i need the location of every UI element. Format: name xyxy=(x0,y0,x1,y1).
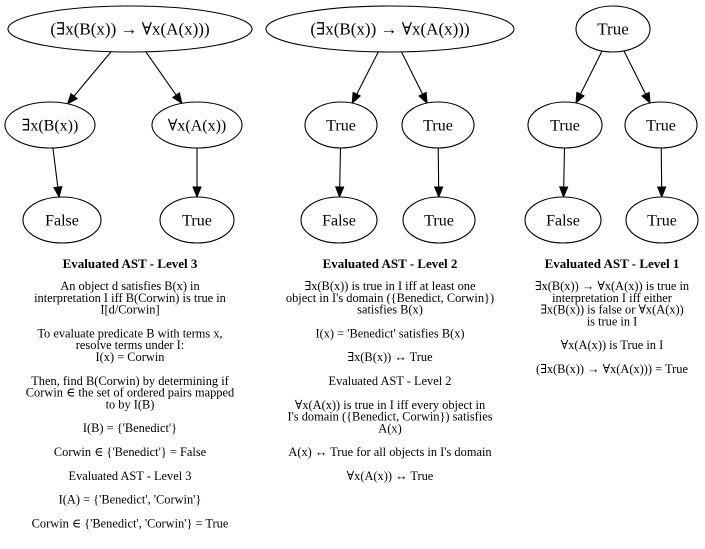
panel-3-leaf-left-node-shape xyxy=(524,196,602,244)
panel-3-mid-left-node: True xyxy=(527,101,603,149)
panel-1-explanation-8: Corwin ∈ {'Benedict', 'Corwin'} = True xyxy=(32,516,229,530)
panel-2-leaf-right-node: True xyxy=(402,196,476,244)
panel-1-edge-left-leaf-arrowhead xyxy=(53,186,63,199)
panel-3-mid-right-node: True xyxy=(624,101,698,149)
panel-3-root-node: True xyxy=(575,5,651,53)
panel-2-edge-root-right xyxy=(400,51,424,95)
panel-2-leaf-left-node: False xyxy=(300,196,378,244)
panel-2-edge-root-left-arrowhead xyxy=(351,91,362,105)
panel-1-edge-root-left xyxy=(73,51,112,97)
panel-1-explanation-4: I(B) = {'Benedict'} xyxy=(83,421,177,435)
panel-1-root-node-label: (∃x(B(x)) → ∀x(A(x))) xyxy=(50,20,209,39)
panel-1-edge-right-leaf-arrowhead xyxy=(192,186,202,199)
panel-3-edge-left-leaf xyxy=(563,147,566,188)
panel-2-root-node-shape xyxy=(265,5,515,53)
panel-1-leaf-right-node-shape xyxy=(159,196,235,244)
panel-3-title: Evaluated AST - Level 1 xyxy=(545,256,680,271)
panel-2-edge-root-right-arrowhead xyxy=(418,91,428,105)
panel-2-explanation-4: Evaluated AST - Level 2 xyxy=(329,374,452,388)
panel-1-mid-right-node-label: ∀x(A(x)) xyxy=(168,118,227,135)
panel-3-edge-left-leaf-arrowhead xyxy=(558,186,569,199)
panel-2-title: Evaluated AST - Level 2 xyxy=(323,256,458,271)
panel-1-mid-left-node: ∃x(B(x)) xyxy=(4,101,96,149)
panel-2-leaf-left-node-shape xyxy=(300,196,378,244)
panel-2-explanation-6: A(x) ↔ True for all objects in I's domai… xyxy=(288,445,491,459)
panel-2-explanation-7: ∀x(A(x)) ↔ True xyxy=(347,469,434,483)
panel-1-mid-right-node: ∀x(A(x)) xyxy=(151,101,243,149)
panel-1-explanation-5: Corwin ∈ {'Benedict'} = False xyxy=(54,445,207,459)
panel-1-leaf-left-node-label: False xyxy=(45,213,79,230)
panel-3-leaf-right-node-shape xyxy=(625,196,699,244)
panel-3-edge-root-left xyxy=(579,50,603,95)
panel-1-title: Evaluated AST - Level 3 xyxy=(63,256,198,271)
panel-3-leaf-left-node-label: False xyxy=(546,213,580,230)
panel-1-edge-root-right-arrowhead xyxy=(171,92,183,105)
panel-1-explanation-7: I(A) = {'Benedict', 'Corwin'} xyxy=(59,493,202,507)
panel-3-leaf-right-node-label: True xyxy=(647,213,677,230)
panel-3-root-node-shape xyxy=(575,5,651,53)
panel-2-leaf-right-node-label: True xyxy=(424,213,454,230)
panel-1-leaf-left-node: False xyxy=(22,196,102,244)
panel-3-mid-right-node-label: True xyxy=(646,118,676,135)
panel-2-explanation-5: ∀x(A(x)) is true in I iff every object i… xyxy=(287,398,492,436)
panel-3-mid-left-node-label: True xyxy=(550,118,580,135)
panel-3-leaf-right-node: True xyxy=(625,196,699,244)
panel-1-explanation-2: To evaluate predicate B with terms x,res… xyxy=(37,326,222,364)
panel-2-mid-right-node-label: True xyxy=(423,118,453,135)
panel-1-leaf-right-node: True xyxy=(159,196,235,244)
panel-3-edge-right-leaf-arrowhead xyxy=(656,186,667,199)
panel-2-mid-left-node-label: True xyxy=(326,118,356,135)
panel-2-leaf-right-node-shape xyxy=(402,196,476,244)
panel-2-mid-right-node: True xyxy=(401,101,475,149)
panel-1-leaf-left-node-shape xyxy=(22,196,102,244)
panel-3-explanation-3: (∃x(B(x)) → ∀x(A(x))) = True xyxy=(536,362,688,376)
panel-3-root-node-label: True xyxy=(597,20,629,39)
panel-2-edge-left-leaf xyxy=(339,147,342,188)
panel-2-root-node-label: (∃x(B(x)) → ∀x(A(x))) xyxy=(310,20,469,39)
panel-3-edge-root-left-arrowhead xyxy=(575,91,585,105)
panel-1-edge-root-right xyxy=(145,51,177,96)
panel-2-edge-right-leaf-arrowhead xyxy=(433,186,444,199)
panel-2-mid-left-node-shape xyxy=(304,101,378,149)
panel-2-root-node: (∃x(B(x)) → ∀x(A(x))) xyxy=(265,5,515,53)
panel-1-mid-right-node-shape xyxy=(151,101,243,149)
panel-3-edge-root-right-arrowhead xyxy=(641,91,651,105)
panel-1-root-node-shape xyxy=(7,5,253,53)
panel-1-mid-left-node-label: ∃x(B(x)) xyxy=(22,118,79,135)
panel-3-edge-root-right xyxy=(623,50,647,95)
panel-1-explanation-6: Evaluated AST - Level 3 xyxy=(69,469,192,483)
panel-2-leaf-left-node-label: False xyxy=(322,213,356,230)
panel-3-explanation-2: ∀x(A(x)) is True in I xyxy=(561,338,663,352)
panel-1-mid-left-node-shape xyxy=(4,101,96,149)
panel-2-explanation-2: I(x) = 'Benedict' satisfies B(x) xyxy=(315,326,464,340)
panel-3-mid-right-node-shape xyxy=(624,101,698,149)
panel-2-edge-root-left xyxy=(356,51,379,95)
panel-2-edge-left-leaf-arrowhead xyxy=(334,186,345,199)
panel-1-leaf-right-node-label: True xyxy=(182,213,212,230)
panel-2-mid-right-node-shape xyxy=(401,101,475,149)
panel-3-leaf-left-node: False xyxy=(524,196,602,244)
panel-1-edge-root-left-arrowhead xyxy=(66,92,78,105)
panel-1-edge-left-leaf xyxy=(52,147,59,188)
panel-2-mid-left-node: True xyxy=(304,101,378,149)
panel-3-mid-left-node-shape xyxy=(527,101,603,149)
panel-1-root-node: (∃x(B(x)) → ∀x(A(x))) xyxy=(7,5,253,53)
panel-2-explanation-3: ∃x(B(x)) ↔ True xyxy=(347,350,433,364)
